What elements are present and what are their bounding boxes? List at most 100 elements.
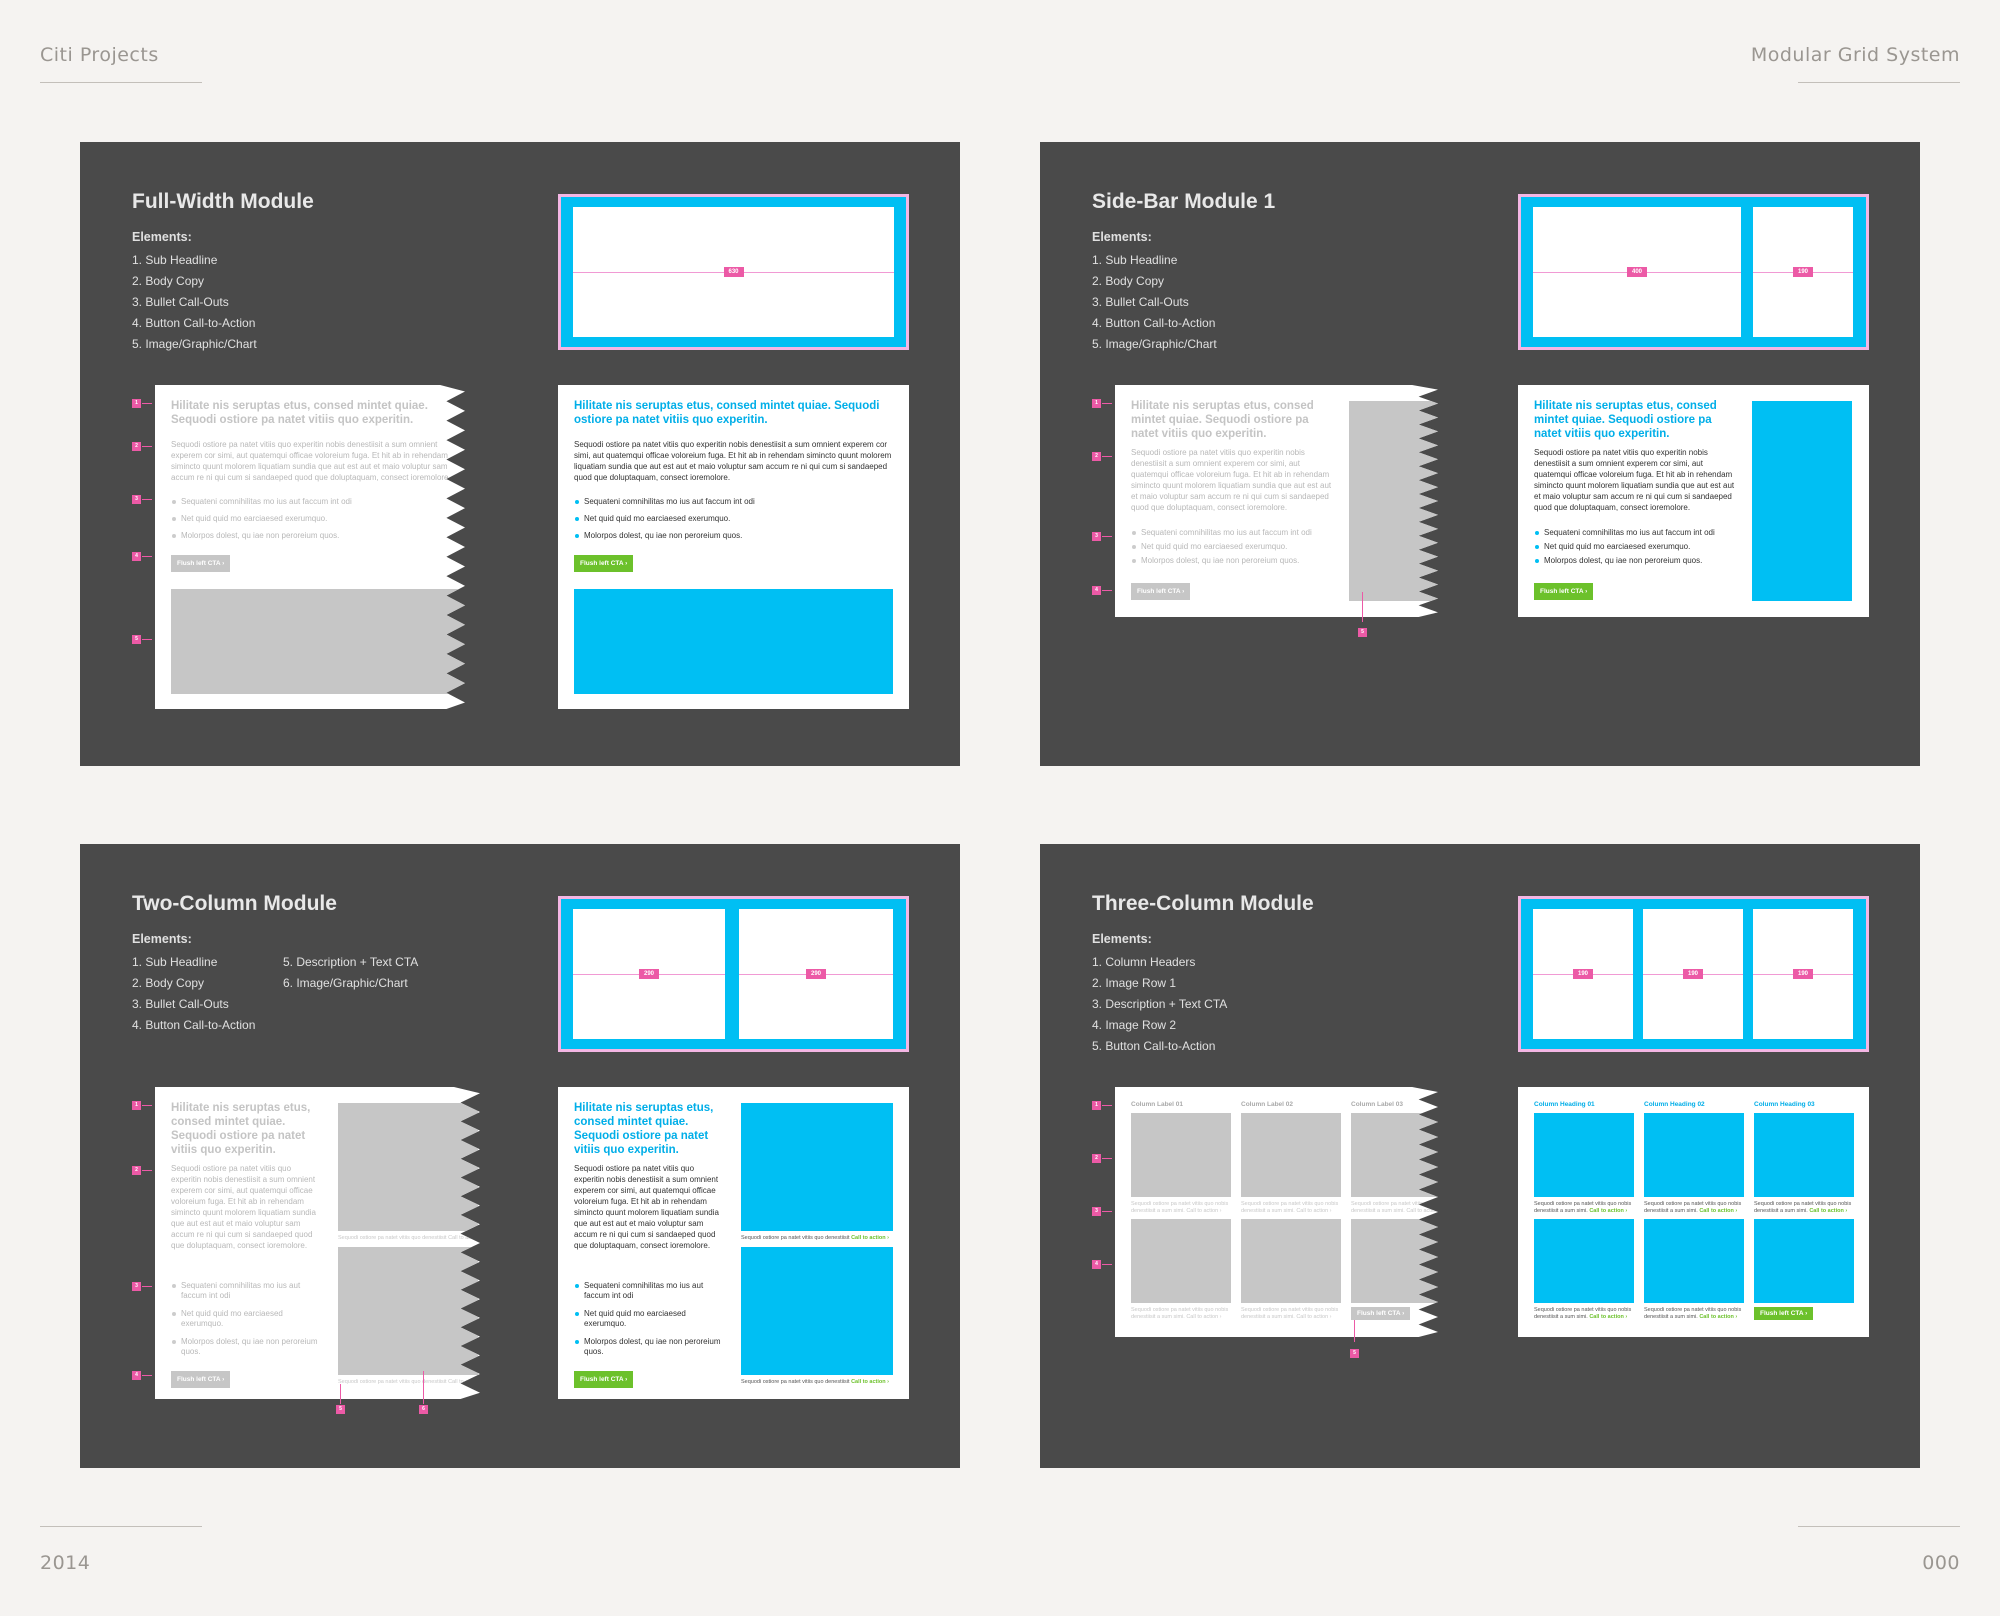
column-heading: Column Heading 01 xyxy=(1534,1101,1595,1108)
grid-column: 290 xyxy=(739,909,893,1039)
image-caption: Sequodi ostiore pa natet vitiis quo nobi… xyxy=(1241,1307,1339,1320)
element-item: 6. Image/Graphic/Chart xyxy=(283,976,408,990)
image-placeholder xyxy=(1131,1219,1231,1303)
bullet-item: Net quid quid mo earciaesed exerumquo. xyxy=(574,514,894,524)
element-item: 4. Button Call-to-Action xyxy=(132,316,256,330)
column-width-tag: 290 xyxy=(638,969,660,979)
image-placeholder xyxy=(1131,1113,1231,1197)
annotated-card: Hilitate nis seruptas etus, consed minte… xyxy=(155,385,465,709)
element-item: 3. Description + Text CTA xyxy=(1092,997,1228,1011)
element-item: 5. Button Call-to-Action xyxy=(1092,1039,1216,1053)
cta-button[interactable]: Flush left CTA › xyxy=(1351,1307,1411,1320)
page-number: 000 xyxy=(1922,1552,1960,1574)
image-block xyxy=(1644,1219,1744,1303)
bullet-item: Molorpos dolest, qu iae non peroreium qu… xyxy=(1534,556,1739,566)
marker: 3 xyxy=(132,495,141,504)
image-caption: Sequodi ostiore pa natet vitiis quo dene… xyxy=(741,1379,889,1385)
marker: 3 xyxy=(132,1282,141,1291)
image-caption: Sequodi ostiore pa natet vitiis quo nobi… xyxy=(1644,1307,1742,1320)
image-block xyxy=(1534,1219,1634,1303)
grid-diagram: 190 190 190 xyxy=(1518,896,1869,1052)
marker: 2 xyxy=(1092,1154,1101,1163)
elements-list: 1. Sub Headline 2. Body Copy 3. Bullet C… xyxy=(132,250,257,355)
card-headline: Hilitate nis seruptas etus, consed minte… xyxy=(574,1102,714,1156)
element-item: 3. Bullet Call-Outs xyxy=(1092,295,1189,309)
column-width-tag: 630 xyxy=(723,267,744,277)
grid-column: 190 xyxy=(1643,909,1743,1039)
elements-list: 1. Sub Headline 2. Body Copy 3. Bullet C… xyxy=(132,952,255,1036)
marker: 4 xyxy=(132,1371,141,1380)
cta-button[interactable]: Flush left CTA › xyxy=(171,1371,231,1388)
text-cta-link[interactable]: Call to action › xyxy=(851,1379,889,1385)
column-width-tag: 190 xyxy=(1792,969,1814,979)
card-body: Sequodi ostiore pa natet vitiis quo expe… xyxy=(1131,448,1332,512)
card-headline: Hilitate nis seruptas etus, consed minte… xyxy=(574,400,880,426)
marker: 2 xyxy=(132,1166,141,1175)
card-body: Sequodi ostiore pa natet vitiis quo expe… xyxy=(574,440,892,482)
element-item: 4. Button Call-to-Action xyxy=(1092,316,1216,330)
elements-list-col2: 5. Description + Text CTA 6. Image/Graph… xyxy=(283,952,418,994)
column-label: Column Label 03 xyxy=(1351,1101,1404,1108)
marker: 1 xyxy=(132,1101,141,1110)
element-item: 5. Image/Graphic/Chart xyxy=(132,337,257,351)
card-bullets: Sequateni comnihilitas mo ius aut faccum… xyxy=(171,497,451,548)
text-cta-link[interactable]: Call to action › xyxy=(1589,1208,1628,1214)
bullet-item: Sequateni comnihilitas mo ius aut faccum… xyxy=(574,1281,724,1301)
marker: 2 xyxy=(132,442,141,451)
marker: 5 xyxy=(1350,1349,1359,1358)
image-caption: Sequodi ostiore pa natet vitiis quo dene… xyxy=(338,1235,478,1241)
element-item: 1. Sub Headline xyxy=(132,253,218,267)
image-caption: Sequodi ostiore pa natet vitiis quo nobi… xyxy=(1241,1201,1339,1214)
bottom-left-rule xyxy=(40,1526,202,1527)
marker: 4 xyxy=(1092,1260,1101,1269)
element-item: 4. Button Call-to-Action xyxy=(132,1018,256,1032)
cta-button[interactable]: Flush left CTA › xyxy=(1131,583,1191,600)
grid-column: 190 xyxy=(1753,207,1853,337)
cta-button[interactable]: Flush left CTA › xyxy=(1534,583,1594,600)
grid-diagram: 400 190 xyxy=(1518,194,1869,350)
elements-label: Elements: xyxy=(1092,230,1152,244)
image-block xyxy=(1644,1113,1744,1197)
image-block xyxy=(1754,1113,1854,1197)
grid-diagram: 290 290 xyxy=(558,896,909,1052)
card-body: Sequodi ostiore pa natet vitiis quo expe… xyxy=(171,1164,316,1250)
bullet-item: Sequateni comnihilitas mo ius aut faccum… xyxy=(1534,528,1739,538)
image-placeholder xyxy=(1349,401,1438,601)
image-placeholder xyxy=(1241,1219,1341,1303)
image-caption: Sequodi ostiore pa natet vitiis quo nobi… xyxy=(1644,1201,1742,1214)
cta-button[interactable]: Flush left CTA › xyxy=(574,1371,634,1388)
bullet-item: Molorpos dolest, qu iae non peroreium qu… xyxy=(171,1337,321,1357)
text-cta-link[interactable]: Call to action › xyxy=(1699,1314,1738,1320)
cta-button[interactable]: Flush left CTA › xyxy=(574,555,634,572)
element-item: 1. Column Headers xyxy=(1092,955,1196,969)
element-item: 5. Description + Text CTA xyxy=(283,955,419,969)
text-cta-link[interactable]: Call to action › xyxy=(1589,1314,1628,1320)
bullet-item: Sequateni comnihilitas mo ius aut faccum… xyxy=(171,497,451,507)
marker: 1 xyxy=(1092,1101,1101,1110)
bullet-item: Sequateni comnihilitas mo ius aut faccum… xyxy=(171,1281,321,1301)
bullet-item: Net quid quid mo earciaesed exerumquo. xyxy=(171,1309,321,1329)
image-caption: Sequodi ostiore pa natet vitiis quo nobi… xyxy=(1131,1201,1229,1214)
image-block xyxy=(574,589,893,694)
column-label: Column Label 01 xyxy=(1131,1101,1184,1108)
column-width-tag: 290 xyxy=(805,969,827,979)
card-bullets: Sequateni comnihilitas mo ius aut faccum… xyxy=(171,1281,321,1364)
top-left-rule xyxy=(40,82,202,83)
rendered-card: Hilitate nis seruptas etus, consed minte… xyxy=(1518,385,1869,617)
element-item: 2. Body Copy xyxy=(1092,274,1165,288)
grid-column: 190 xyxy=(1533,909,1633,1039)
text-cta-link[interactable]: Call to action › xyxy=(1809,1208,1848,1214)
column-width-tag: 190 xyxy=(1682,969,1704,979)
element-item: 2. Body Copy xyxy=(132,976,205,990)
annotated-card: Column Label 01 Column Label 02 Column L… xyxy=(1115,1087,1438,1337)
marker: 3 xyxy=(1092,1207,1101,1216)
cta-button[interactable]: Flush left CTA › xyxy=(171,555,231,572)
card-bullets: Sequateni comnihilitas mo ius aut faccum… xyxy=(574,497,894,548)
image-block xyxy=(741,1247,893,1375)
cta-button[interactable]: Flush left CTA › xyxy=(1754,1307,1814,1320)
text-cta-link[interactable]: Call to action › xyxy=(851,1235,889,1241)
text-cta-link[interactable]: Call to action › xyxy=(1699,1208,1738,1214)
image-placeholder xyxy=(1351,1219,1438,1303)
column-width-tag: 190 xyxy=(1792,267,1814,277)
grid-column: 630 xyxy=(573,207,894,337)
